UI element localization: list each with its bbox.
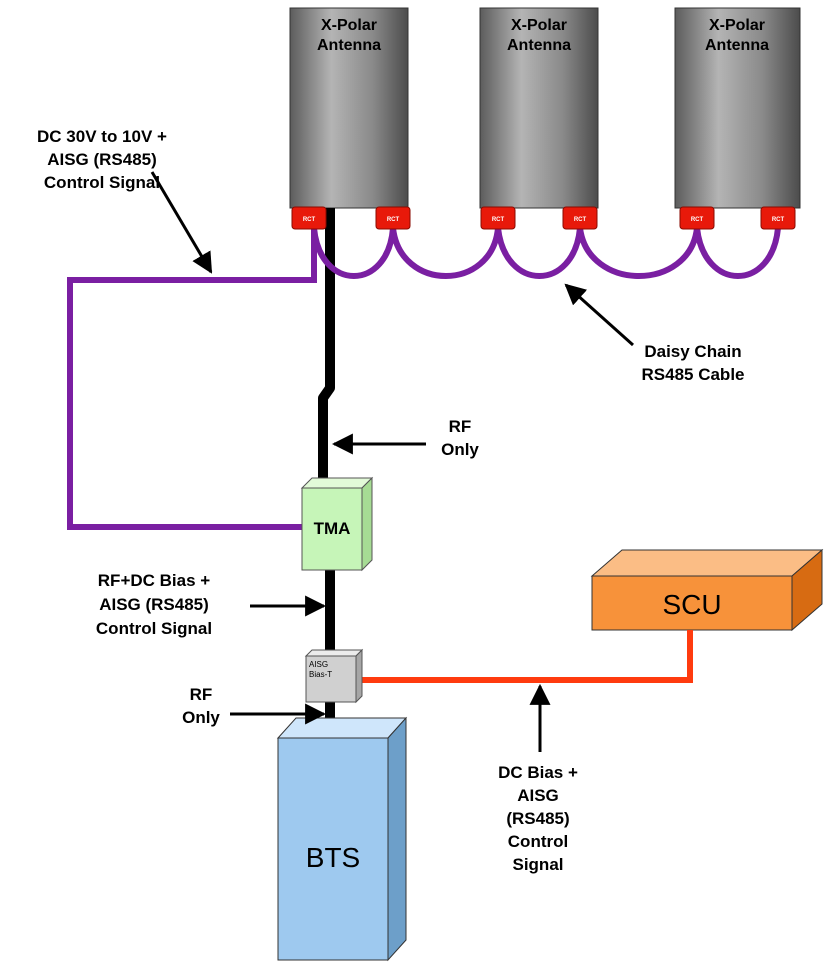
antenna-1-right-connector-label: RCT [387,217,400,223]
antenna-3-body [674,7,801,209]
antenna-3: X-Polar Antenna [674,7,801,209]
dc-control-label: DC 30V to 10V + AISG (RS485) Control Sig… [37,127,167,192]
antenna-3-left-connector: RCT [679,206,715,230]
daisy-chain-cable [311,225,781,279]
antenna-2-right-connector-label: RCT [574,217,587,223]
antenna-3-right-connector: RCT [760,206,796,230]
antenna-1: X-Polar Antenna [289,7,409,209]
dc-control-arrow [150,171,213,274]
antenna-2-body [479,7,599,209]
antenna-1-label-line2: Antenna [317,37,381,54]
dc-bias-scu-label: DC Bias + AISG (RS485) Control Signal [498,763,578,874]
daisy-chain-label-line2: RS485 Cable [642,365,745,384]
scu-box: SCU [590,548,824,632]
dc-control-label-line1: DC 30V to 10V + [37,127,167,146]
scu-dc-bias-cable [356,630,693,683]
bts-label: BTS [306,842,360,873]
rf-only-lower-line1: RF [190,685,213,704]
antenna-2-connectors: RCT RCT [480,206,598,230]
rf-only-lower-label: RF Only [182,685,220,727]
antenna-2-left-connector-label: RCT [492,217,505,223]
dc-bias-scu-line2: AISG [517,786,559,805]
antenna-1-left-connector: RCT [291,206,327,230]
rf-cable [318,208,335,480]
rf-dc-bias-line2: AISG (RS485) [99,595,209,614]
daisy-chain-label-line1: Daisy Chain [644,342,741,361]
dc-bias-scu-line3: (RS485) [506,809,569,828]
rf-only-lower-line2: Only [182,708,220,727]
antenna-2-label-line2: Antenna [507,37,571,54]
rf-dc-bias-line3: Control Signal [96,619,212,638]
bias-t-label-line2: Bias-T [309,670,332,679]
dc-control-label-line3: Control Signal [44,173,160,192]
control-signal-cable [67,228,317,530]
daisy-chain-arrow [564,283,635,347]
rf-dc-bias-line1: RF+DC Bias + [98,571,210,590]
rf-dc-bias-label: RF+DC Bias + AISG (RS485) Control Signal [96,571,212,638]
antenna-1-left-connector-label: RCT [303,217,316,223]
antenna-2-label-line1: X-Polar [511,17,567,34]
dc-control-label-line2: AISG (RS485) [47,150,157,169]
scu-label: SCU [662,589,721,620]
tma-box: TMA [300,476,374,572]
antenna-2-left-connector: RCT [480,206,516,230]
antenna-3-connectors: RCT RCT [679,206,796,230]
antenna-1-body [289,7,409,209]
antenna-3-label-line1: X-Polar [709,17,765,34]
rf-only-upper-label: RF Only [441,417,479,459]
bts-cabinet: BTS [276,716,408,962]
dc-bias-scu-line4: Control [508,832,568,851]
rf-only-upper-line1: RF [449,417,472,436]
antenna-2-right-connector: RCT [562,206,598,230]
antenna-1-connectors: RCT RCT [291,206,411,230]
tma-label: TMA [314,519,351,538]
antenna-2: X-Polar Antenna [479,7,599,209]
bias-t-box: AISG Bias-T [304,648,364,704]
antenna-3-left-connector-label: RCT [691,217,704,223]
rf-only-upper-line2: Only [441,440,479,459]
daisy-chain-label: Daisy Chain RS485 Cable [642,342,745,384]
antenna-3-label-line2: Antenna [705,37,769,54]
antenna-1-label-line1: X-Polar [321,17,377,34]
dc-bias-scu-line5: Signal [512,855,563,874]
dc-bias-scu-line1: DC Bias + [498,763,578,782]
antenna-1-right-connector: RCT [375,206,411,230]
bias-t-label-line1: AISG [309,660,328,669]
antenna-3-right-connector-label: RCT [772,217,785,223]
